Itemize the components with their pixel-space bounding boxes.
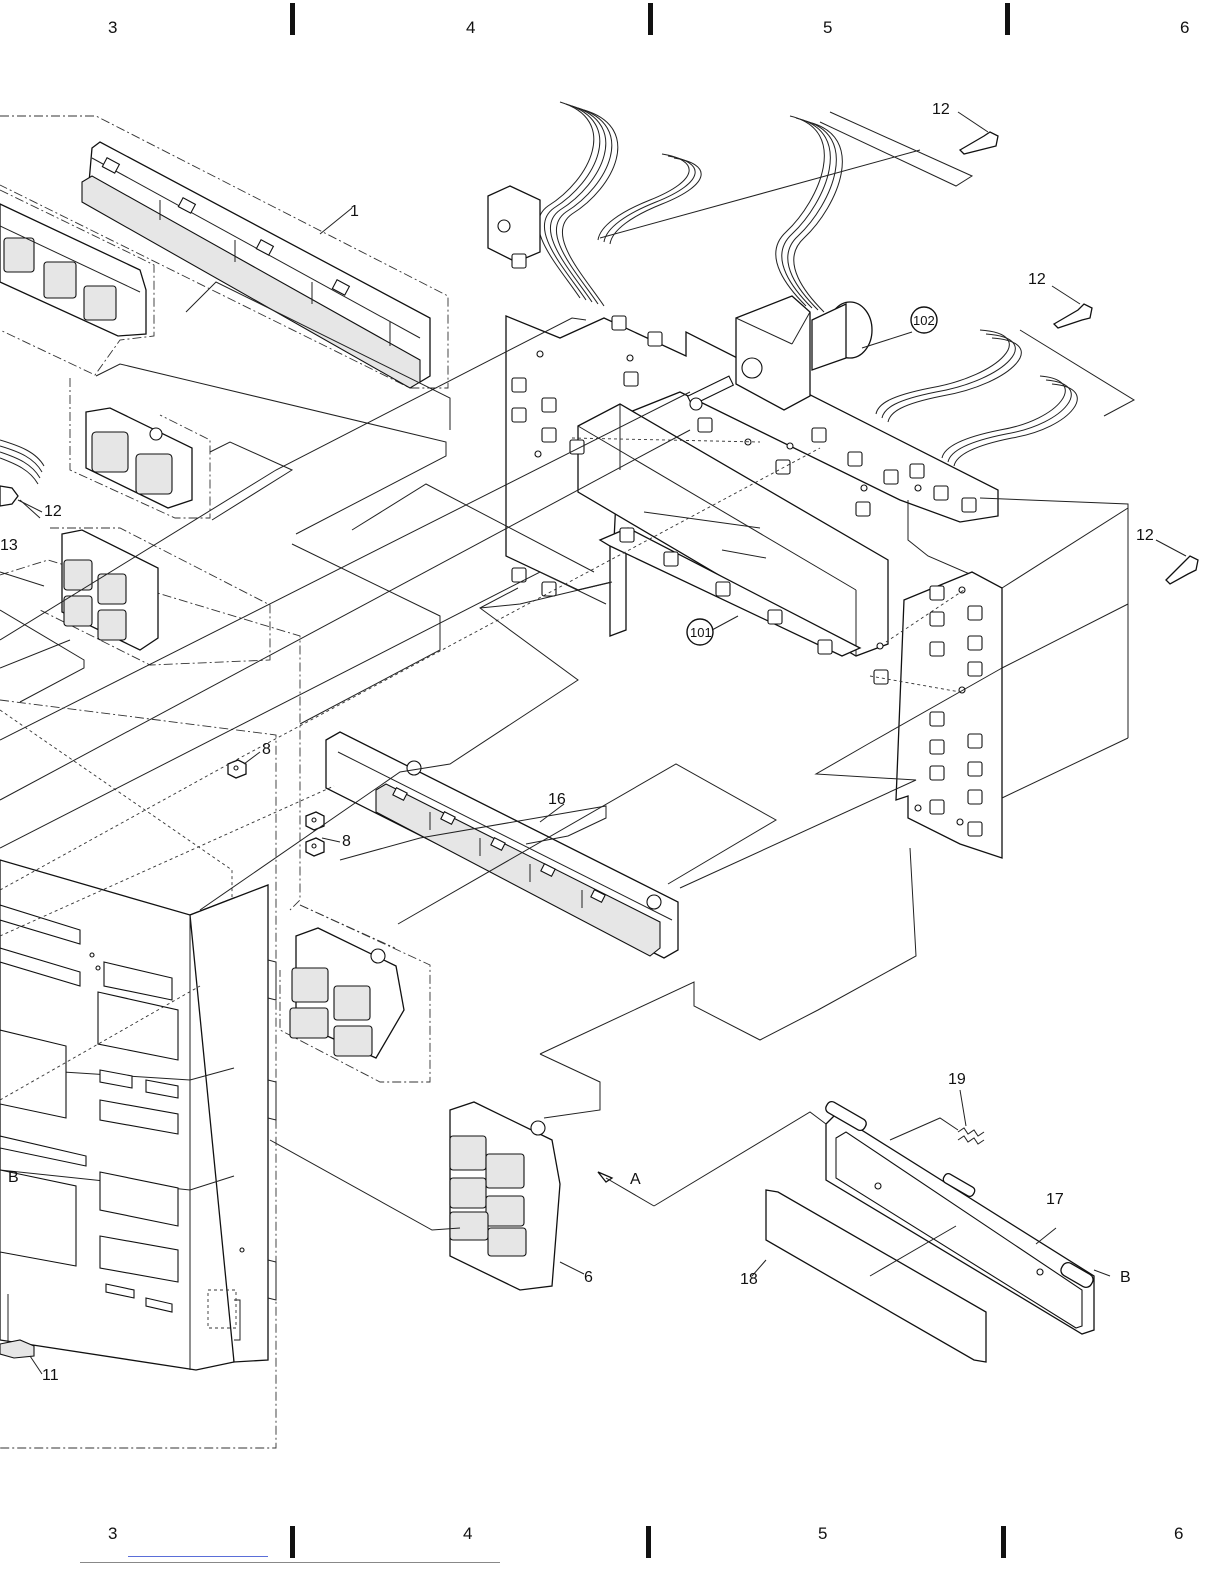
callout-19: 19 xyxy=(948,1071,966,1088)
wire-bundle-left xyxy=(0,440,44,484)
part-6-switch-module xyxy=(450,1102,584,1290)
callout-12-top: 12 xyxy=(932,101,950,118)
arrow-label-a: A xyxy=(630,1171,641,1188)
callout-8-lower: 8 xyxy=(342,833,351,850)
callout-17: 17 xyxy=(1046,1191,1064,1208)
part-13-switch-module xyxy=(0,530,158,650)
callout-101: 101 xyxy=(690,625,712,640)
callout-16: 16 xyxy=(548,791,566,808)
callout-6: 6 xyxy=(584,1269,593,1286)
part-16-lower-button-strip xyxy=(326,732,678,958)
callout-102: 102 xyxy=(913,313,935,328)
callout-8-upper: 8 xyxy=(262,741,271,758)
callout-12-right: 12 xyxy=(1136,527,1154,544)
callout-18: 18 xyxy=(740,1271,758,1288)
callout-12-middle: 12 xyxy=(1028,271,1046,288)
callout-12-left: 12 xyxy=(44,503,62,520)
part-8-clips xyxy=(228,752,340,856)
mark-b-right: B xyxy=(1120,1269,1131,1286)
callout-13: 13 xyxy=(0,537,18,554)
pcb-vertical-right xyxy=(874,498,1128,858)
ribbon-cable-1 xyxy=(538,102,617,306)
ribbon-cable-3 xyxy=(776,116,843,312)
part-19-spring xyxy=(958,1090,984,1144)
screw-12-left xyxy=(0,486,42,512)
callout-1: 1 xyxy=(350,203,359,220)
pcb-assembly-upper xyxy=(488,102,1134,656)
middle-switch-module xyxy=(290,928,404,1058)
callout-11: 11 xyxy=(42,1367,59,1384)
mark-b-left: B xyxy=(8,1169,19,1186)
part-1-upper-button-strip xyxy=(82,142,430,388)
front-panel-assembly xyxy=(0,860,276,1370)
